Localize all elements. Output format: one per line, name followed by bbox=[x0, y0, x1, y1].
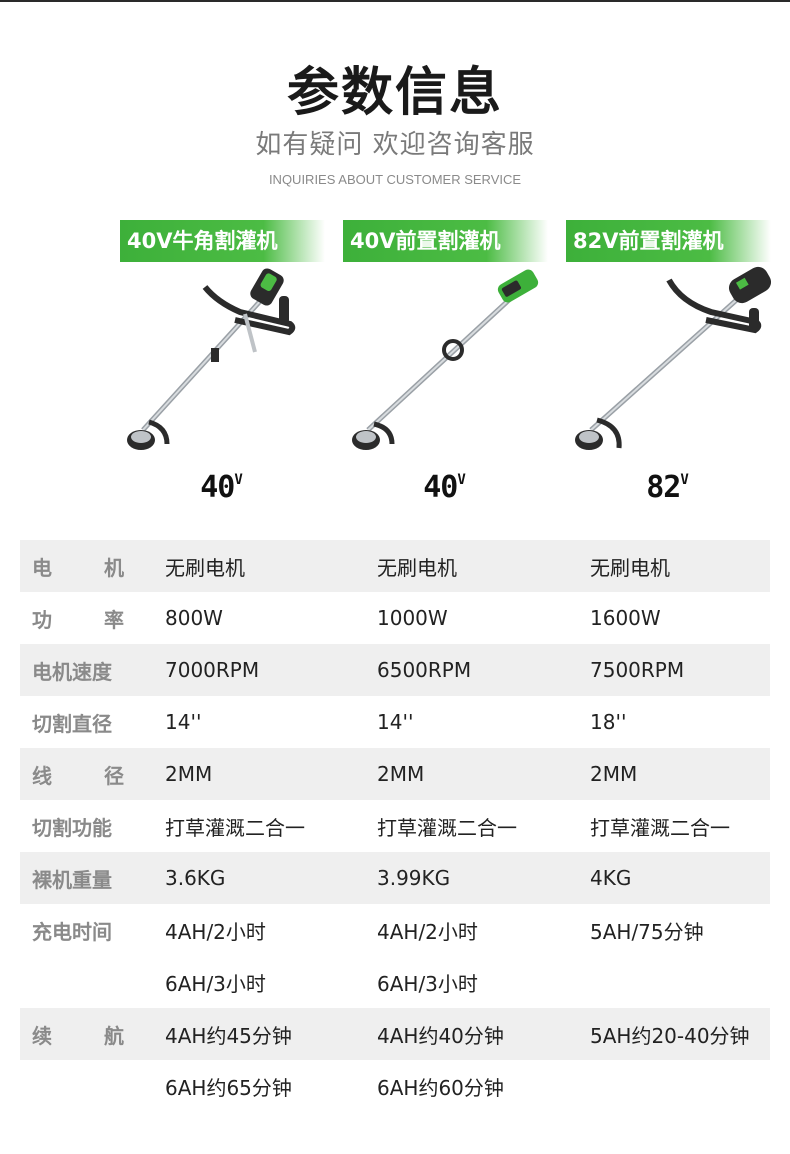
cell: 6AH/3小时 bbox=[377, 971, 478, 996]
page-subtitle-en: INQUIRIES ABOUT CUSTOMER SERVICE bbox=[268, 172, 522, 187]
cell: 2MM bbox=[590, 748, 770, 800]
table-row: 电机速度 7000RPM 6500RPM 7500RPM bbox=[20, 644, 770, 696]
cell: 5AH/75分钟 bbox=[590, 919, 704, 944]
cell: 无刷电机 bbox=[165, 540, 377, 592]
table-row: 裸机重量 3.6KG 3.99KG 4KG bbox=[20, 852, 770, 904]
table-row: 线径 2MM 2MM 2MM bbox=[20, 748, 770, 800]
table-row: 6AH/3小时 6AH/3小时 bbox=[20, 956, 770, 1008]
cell: 6500RPM bbox=[377, 644, 590, 696]
product-label: 40V牛角割灌机 bbox=[120, 220, 325, 262]
cell: 6AH约65分钟 bbox=[165, 1075, 292, 1100]
page-title: 参数信息 bbox=[286, 63, 503, 123]
cell: 4AH/2小时 bbox=[377, 919, 478, 944]
table-row: 电机 无刷电机 无刷电机 无刷电机 bbox=[20, 540, 770, 592]
row-label: 切割功能 bbox=[32, 815, 112, 840]
cell: 4AH约40分钟 bbox=[377, 1008, 590, 1060]
table-row: 功率 800W 1000W 1600W bbox=[20, 592, 770, 644]
table-row: 切割功能 打草灌溉二合一 打草灌溉二合一 打草灌溉二合一 bbox=[20, 800, 770, 852]
cell: 打草灌溉二合一 bbox=[165, 815, 305, 840]
product-card-3: 82V前置割灌机 82V bbox=[566, 220, 790, 510]
cell: 打草灌溉二合一 bbox=[590, 815, 730, 840]
trimmer-bullhorn-image bbox=[127, 268, 296, 450]
trimmer-82v-image bbox=[575, 266, 772, 450]
cell: 14'' bbox=[377, 710, 414, 734]
cell: 2MM bbox=[377, 748, 590, 800]
cell: 800W bbox=[165, 606, 223, 630]
cell: 1600W bbox=[590, 606, 661, 630]
voltage-badge: 40V bbox=[423, 470, 466, 505]
cell: 无刷电机 bbox=[590, 540, 770, 592]
trimmer-front-image bbox=[352, 269, 539, 450]
row-label: 续航 bbox=[20, 1008, 165, 1060]
row-label: 电机速度 bbox=[20, 644, 165, 696]
cell: 3.99KG bbox=[377, 852, 590, 904]
top-border bbox=[0, 0, 790, 2]
row-label: 切割直径 bbox=[32, 711, 112, 736]
voltage-badge: 40V bbox=[200, 470, 243, 505]
cell: 6AH约60分钟 bbox=[377, 1075, 504, 1100]
product-label: 82V前置割灌机 bbox=[566, 220, 771, 262]
cell: 打草灌溉二合一 bbox=[377, 815, 517, 840]
row-label: 线径 bbox=[20, 748, 165, 800]
cell: 7500RPM bbox=[590, 644, 770, 696]
table-row: 6AH约65分钟 6AH约60分钟 bbox=[20, 1060, 770, 1112]
spec-table: 电机 无刷电机 无刷电机 无刷电机 功率 800W 1000W 1600W 电机… bbox=[20, 540, 770, 1112]
table-row: 切割直径 14'' 14'' 18'' bbox=[20, 696, 770, 748]
voltage-badge: 82V bbox=[646, 470, 689, 505]
cell: 14'' bbox=[165, 710, 202, 734]
row-label: 功率 bbox=[32, 607, 124, 632]
cell: 18'' bbox=[590, 710, 627, 734]
product-card-1: 40V牛角割灌机 40V bbox=[120, 220, 352, 510]
cell: 4AH/2小时 bbox=[165, 919, 266, 944]
cell: 无刷电机 bbox=[377, 540, 590, 592]
row-label: 电机 bbox=[20, 540, 165, 592]
cell: 4AH约45分钟 bbox=[165, 1008, 377, 1060]
cell: 2MM bbox=[165, 748, 377, 800]
cell: 4KG bbox=[590, 852, 770, 904]
page-subtitle: 如有疑问 欢迎咨询客服 bbox=[255, 130, 535, 160]
product-label: 40V前置割灌机 bbox=[343, 220, 548, 262]
row-label: 充电时间 bbox=[32, 919, 112, 944]
cell: 5AH约20-40分钟 bbox=[590, 1008, 770, 1060]
cell: 1000W bbox=[377, 606, 448, 630]
cell: 3.6KG bbox=[165, 852, 377, 904]
table-row: 续航 4AH约45分钟 4AH约40分钟 5AH约20-40分钟 bbox=[20, 1008, 770, 1060]
cell: 7000RPM bbox=[165, 644, 377, 696]
product-card-2: 40V前置割灌机 40V bbox=[343, 220, 575, 510]
table-row: 充电时间 4AH/2小时 4AH/2小时 5AH/75分钟 bbox=[20, 904, 770, 956]
cell: 6AH/3小时 bbox=[165, 971, 266, 996]
row-label: 裸机重量 bbox=[20, 852, 165, 904]
